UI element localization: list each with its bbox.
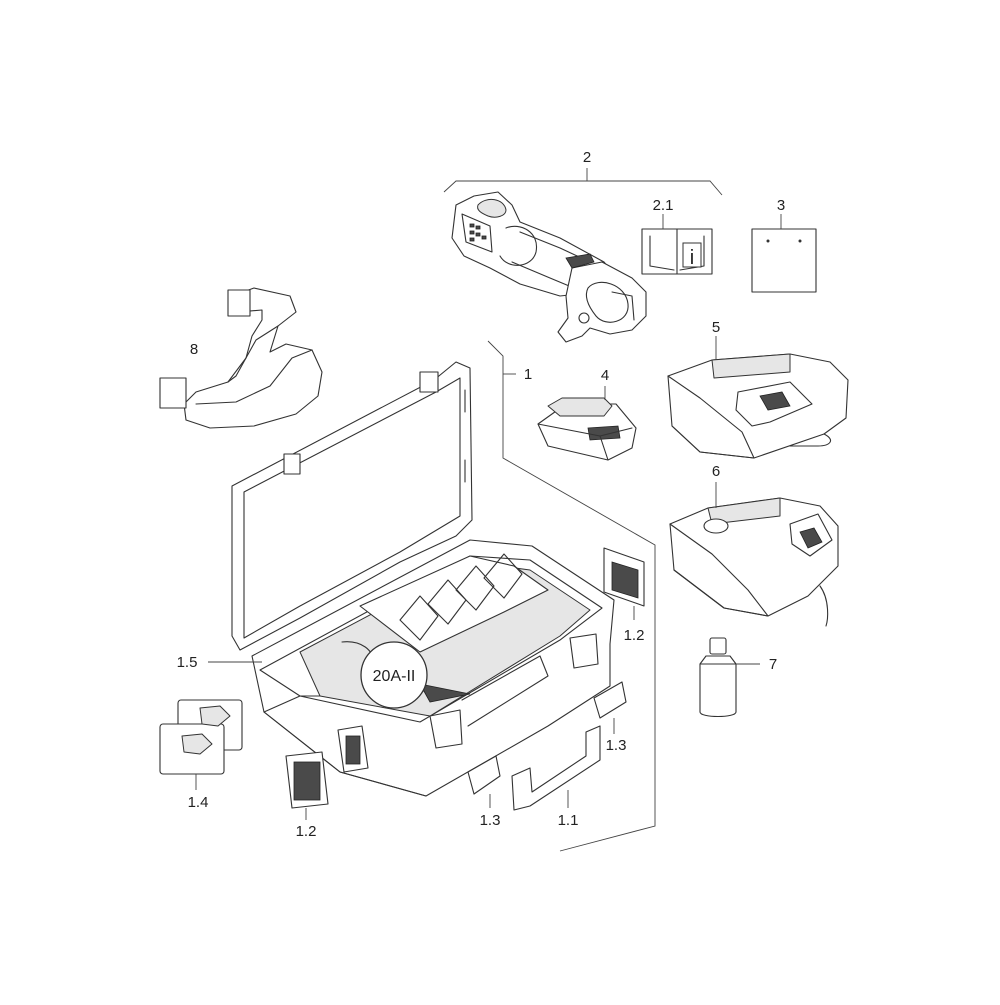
battery-charger-6 bbox=[669, 482, 839, 627]
label-part-2: 2 bbox=[583, 149, 591, 166]
oil-bottle bbox=[699, 637, 760, 718]
label-part-1: 1 bbox=[524, 366, 532, 383]
bracket-group-1 bbox=[487, 340, 656, 852]
label-part-7: 7 bbox=[769, 656, 777, 673]
label-part-1-3-right: 1.3 bbox=[606, 737, 627, 754]
label-part-1-3-left: 1.3 bbox=[480, 812, 501, 829]
callout-20a-ii bbox=[360, 641, 471, 709]
callout-20a-ii-text: 20A-II bbox=[373, 668, 416, 685]
tag-holder-right bbox=[603, 547, 645, 620]
foot-right bbox=[593, 681, 627, 734]
tag-holder-bottom bbox=[285, 751, 329, 820]
battery-charger-5 bbox=[667, 336, 849, 459]
case-handle bbox=[511, 725, 601, 811]
bracket-group-2 bbox=[443, 168, 723, 196]
manual-info-glyph: i bbox=[690, 247, 694, 269]
info-card bbox=[751, 214, 817, 293]
label-part-1-4: 1.4 bbox=[188, 794, 209, 811]
label-part-1-2-right: 1.2 bbox=[624, 627, 645, 644]
part-labels: 2 2.1 3 8 5 1 4 6 1.2 1.5 7 20A-II 1.3 1… bbox=[177, 149, 786, 840]
pressing-inserts bbox=[159, 699, 243, 790]
press-tool bbox=[451, 191, 647, 343]
label-part-1-1: 1.1 bbox=[558, 812, 579, 829]
label-part-4: 4 bbox=[601, 367, 609, 384]
foot-left bbox=[467, 755, 501, 808]
label-part-5: 5 bbox=[712, 319, 720, 336]
label-part-1-2-bottom: 1.2 bbox=[296, 823, 317, 840]
label-part-2-1: 2.1 bbox=[653, 197, 674, 214]
label-part-8: 8 bbox=[190, 341, 198, 358]
label-part-3: 3 bbox=[777, 197, 785, 214]
manual-book-icon: i bbox=[641, 214, 713, 275]
label-part-6: 6 bbox=[712, 463, 720, 480]
battery-pack bbox=[537, 386, 637, 461]
shoulder-strap bbox=[159, 287, 323, 429]
label-part-1-5: 1.5 bbox=[177, 654, 198, 671]
